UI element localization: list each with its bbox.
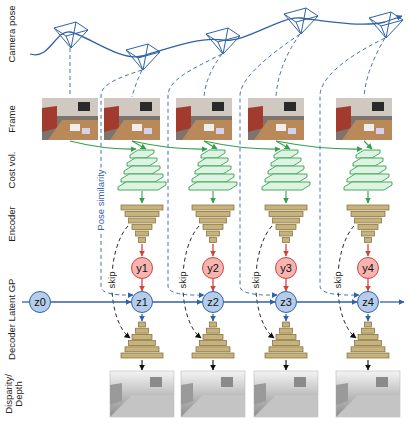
skip-label: skip xyxy=(333,270,343,291)
camera-trajectory xyxy=(30,16,402,57)
cost-volume xyxy=(118,150,166,190)
flow-arrow xyxy=(297,301,357,302)
camera-frustum xyxy=(54,22,88,48)
depth-map xyxy=(336,371,400,417)
observation-node: y1 xyxy=(131,257,153,279)
skip-label: skip xyxy=(178,270,188,291)
node-text: z0 xyxy=(34,296,46,308)
node-text: y3 xyxy=(280,262,292,274)
node-text: z4 xyxy=(362,296,374,308)
node-text: z2 xyxy=(207,296,219,308)
observation-node: y2 xyxy=(202,257,224,279)
depth-map xyxy=(181,371,245,417)
video-frame xyxy=(336,98,392,140)
decoder-pyramid xyxy=(265,322,307,358)
pose-projection xyxy=(70,34,385,97)
flow-arrow xyxy=(367,279,368,291)
pose-similarity-line xyxy=(101,34,385,295)
node-text: z3 xyxy=(280,296,292,308)
node-text: y2 xyxy=(207,262,219,274)
encoder-pyramid xyxy=(192,205,234,243)
latent-node: z1 xyxy=(131,291,153,313)
latent-gp-line xyxy=(22,301,29,302)
camera-frustum xyxy=(369,12,403,38)
video-frame xyxy=(248,98,304,140)
flow-arrow xyxy=(224,301,275,302)
latent-node: z0 xyxy=(29,291,51,313)
latent-node: z3 xyxy=(275,291,297,313)
flow-arrow xyxy=(285,279,286,291)
encoder-pyramid xyxy=(347,205,389,243)
pose-similarity-label: Pose similarity xyxy=(96,167,106,232)
node-text: y4 xyxy=(362,262,374,274)
skip-label: skip xyxy=(107,270,117,291)
skip-label: skip xyxy=(251,270,261,291)
observation-node: y4 xyxy=(357,257,379,279)
observation-node: y3 xyxy=(275,257,297,279)
cost-volume xyxy=(189,150,237,190)
camera-frustum xyxy=(206,28,240,54)
depth-map xyxy=(110,371,174,417)
flow-arrow xyxy=(212,279,213,291)
video-frame xyxy=(176,98,232,140)
row-label: Camera pose xyxy=(7,5,17,62)
row-label: Disparity/ Depth xyxy=(4,370,25,418)
skip-connection xyxy=(112,226,356,338)
row-label: Cost vol. xyxy=(7,152,17,189)
decoder-pyramid xyxy=(192,322,234,358)
row-label: Decoder xyxy=(7,324,17,360)
cost-volume xyxy=(262,150,310,190)
depth-map xyxy=(254,371,318,417)
latent-node: z2 xyxy=(202,291,224,313)
video-frame xyxy=(42,98,98,140)
row-label: Encoder xyxy=(7,206,17,241)
video-frame xyxy=(104,98,160,140)
decoder-pyramid xyxy=(347,322,389,358)
encoder-pyramid xyxy=(265,205,307,243)
decoder-pyramid xyxy=(121,322,163,358)
decoder-arrow xyxy=(142,360,368,370)
latent-node: z4 xyxy=(357,291,379,313)
encoder-arrow xyxy=(142,244,368,256)
row-label: Latent GP xyxy=(7,277,17,324)
node-text: y1 xyxy=(136,262,148,274)
flow-arrow xyxy=(51,301,131,302)
node-text: z1 xyxy=(136,296,148,308)
row-label: Frame xyxy=(7,105,17,132)
camera-frustum xyxy=(126,44,160,70)
encoder-pyramid xyxy=(121,205,163,243)
cost-volume xyxy=(344,150,392,190)
flow-arrow xyxy=(141,279,142,291)
latent-gp-line xyxy=(380,301,404,302)
frame-arrow xyxy=(70,141,372,149)
latent-arrow xyxy=(142,314,368,321)
flow-arrow xyxy=(153,301,202,302)
camera-frustum xyxy=(284,8,318,34)
cost-volume-arrow xyxy=(142,191,368,203)
